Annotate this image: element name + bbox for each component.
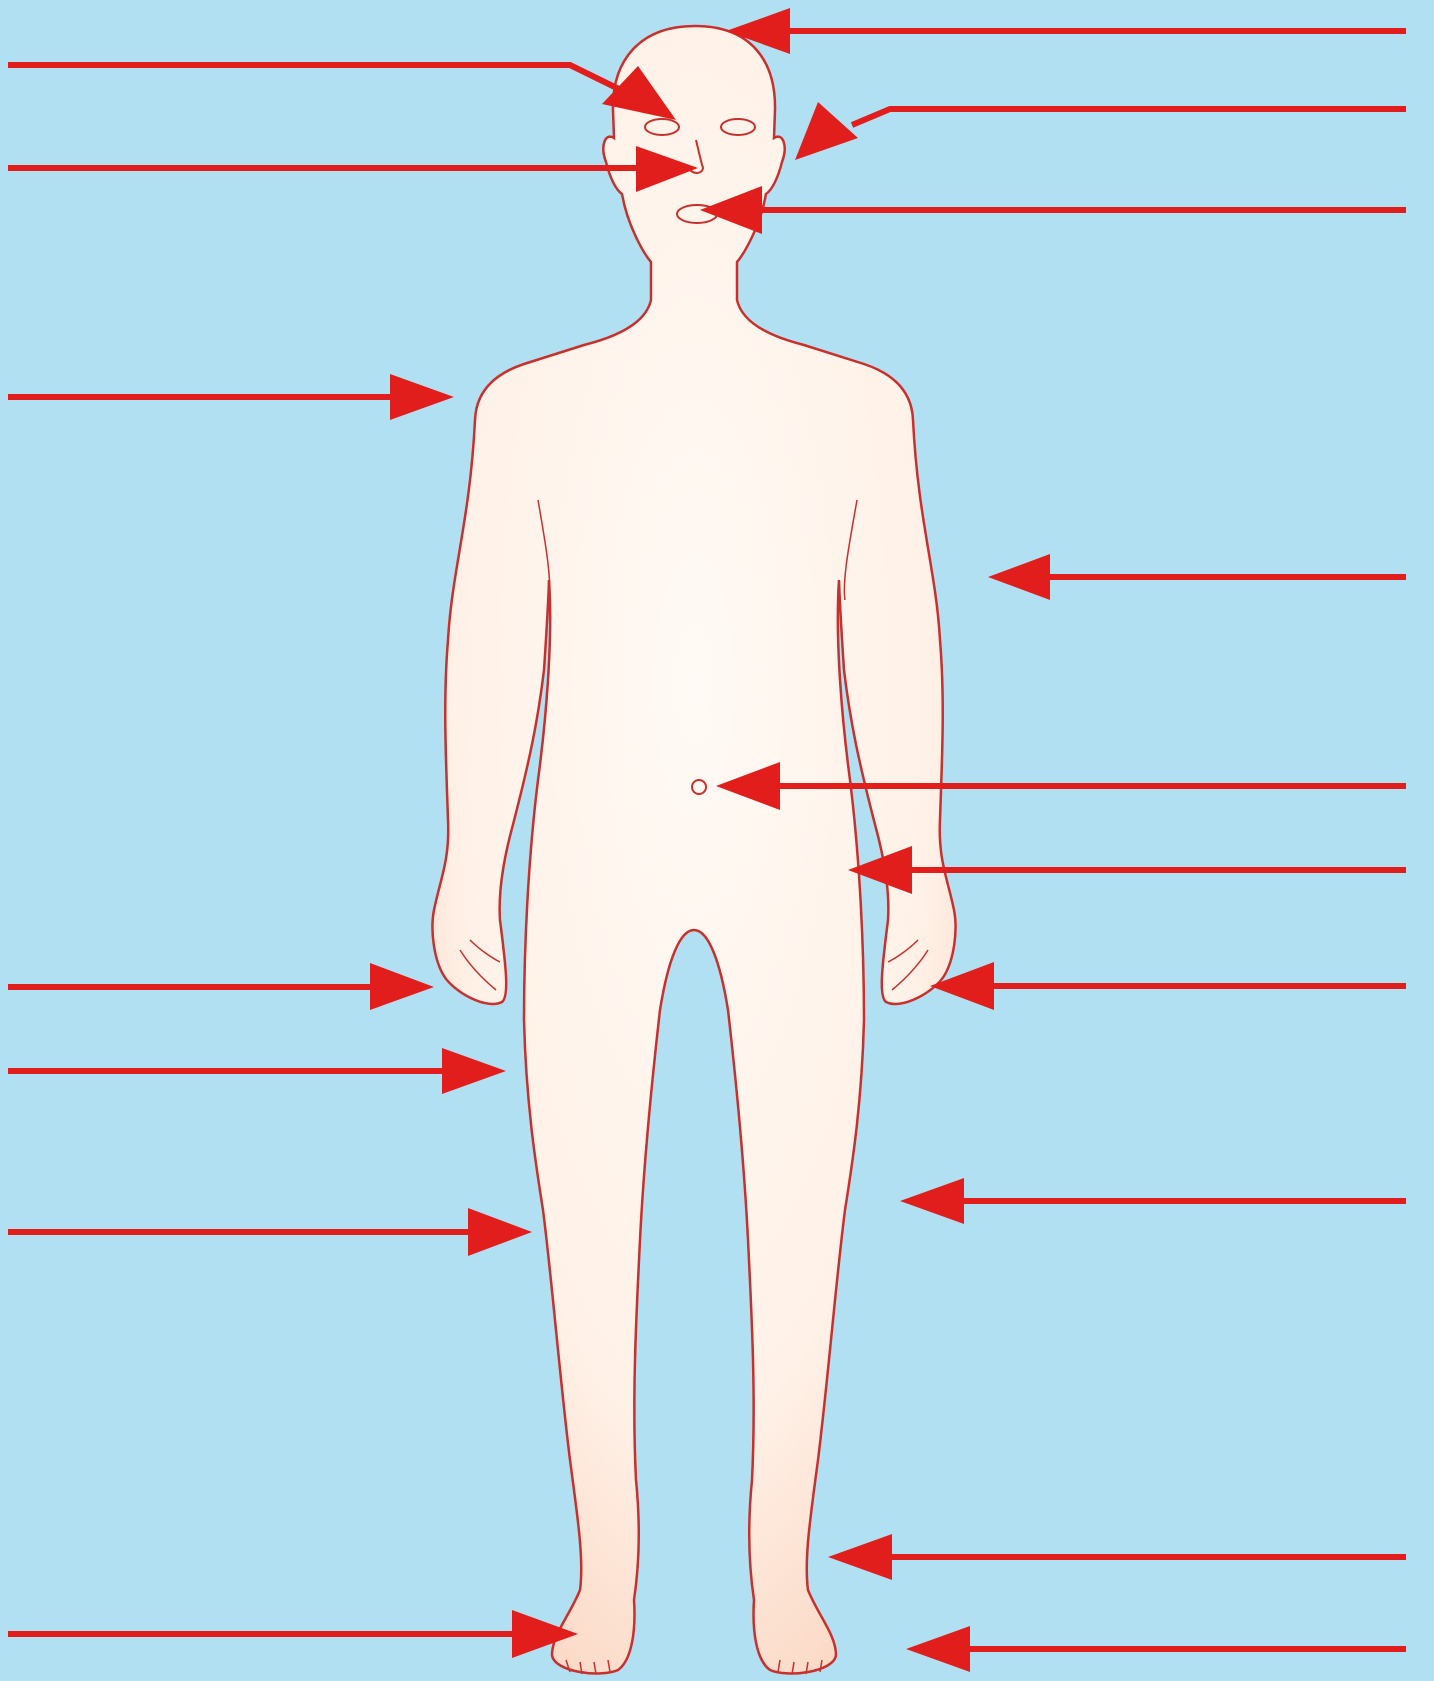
arrow-nose — [8, 146, 698, 192]
arrow-left-hand — [8, 963, 434, 1010]
arrow-thigh — [8, 1048, 506, 1094]
arrow-mouth — [700, 186, 1406, 234]
arrow-right-foot — [906, 1626, 1406, 1672]
arrow-elbow — [988, 554, 1406, 600]
arrow-knee-left — [8, 1208, 532, 1256]
arrow-knee-right — [900, 1178, 1406, 1224]
arrow-eye — [8, 65, 676, 120]
body-figure — [432, 26, 955, 1674]
arrow-shoulder — [8, 374, 454, 420]
arrow-right-hand — [930, 962, 1406, 1010]
head-outline — [432, 26, 955, 1674]
arrow-left-foot — [8, 1610, 578, 1658]
arrow-ear — [795, 102, 1406, 160]
arrow-ankle — [828, 1534, 1406, 1580]
arrow-head — [726, 8, 1406, 54]
